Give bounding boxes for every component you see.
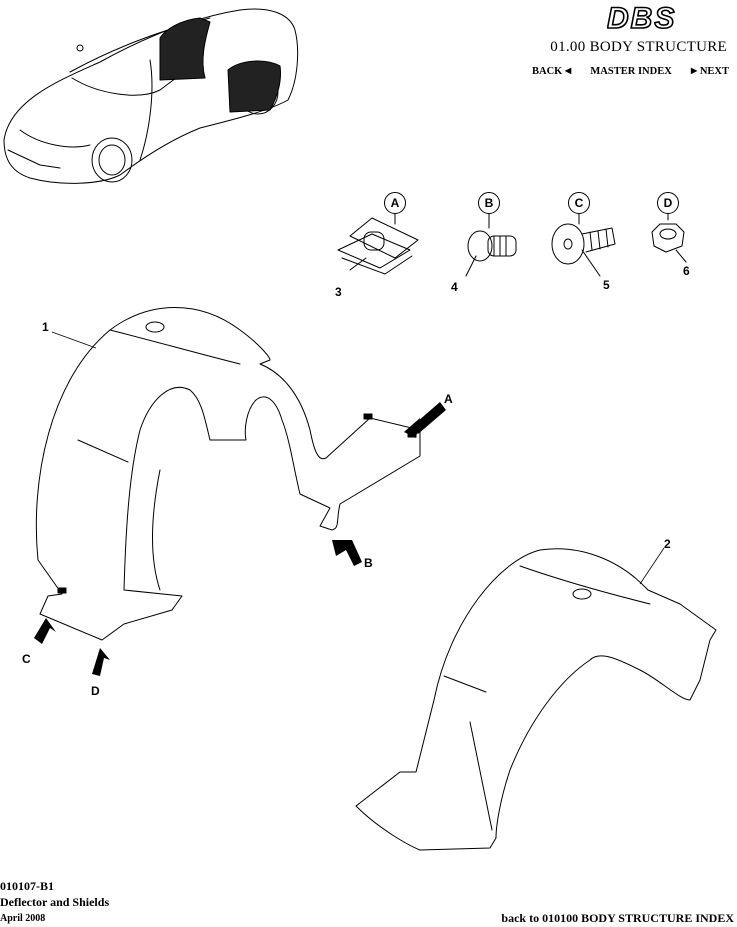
- part-number-3: 3: [335, 285, 342, 299]
- fastener-location-arrows: [34, 402, 446, 676]
- fastener-a-clip: [337, 217, 419, 275]
- fastener-b-rivet: [465, 230, 517, 277]
- arrow-b-icon: [332, 540, 362, 566]
- callout-b: B: [478, 192, 500, 214]
- pointer-label-d: D: [91, 684, 100, 698]
- part-number-5: 5: [603, 278, 610, 292]
- callout-d: D: [657, 192, 679, 214]
- document-date: April 2008: [0, 913, 46, 924]
- part-number-4: 4: [451, 280, 458, 294]
- next-link[interactable]: ▶ NEXT: [691, 66, 729, 77]
- callout-c: C: [568, 192, 590, 214]
- section-title: 01.00 BODY STRUCTURE: [550, 39, 727, 55]
- arrow-d-icon: [92, 648, 110, 676]
- part-2-wheel-arch-liner: [355, 548, 717, 851]
- back-to-index-link[interactable]: back to 010100 BODY STRUCTURE INDEX: [501, 911, 734, 925]
- part-number-2: 2: [664, 537, 671, 551]
- fastener-d-nut: [651, 223, 687, 263]
- next-triangle-icon: ▶: [691, 66, 698, 75]
- master-index-link[interactable]: MASTER INDEX: [590, 66, 672, 77]
- dbs-logo: DBS: [607, 2, 676, 32]
- navigation-bar: BACK ◀ MASTER INDEX ▶ NEXT: [532, 66, 729, 77]
- pointer-label-c: C: [22, 652, 31, 666]
- svg-text:DBS: DBS: [607, 2, 676, 32]
- arrow-a-icon: [404, 402, 446, 438]
- back-triangle-icon: ◀: [564, 66, 572, 75]
- document-name: Deflector and Shields: [0, 895, 110, 909]
- pointer-label-a: A: [444, 392, 453, 406]
- part-number-6: 6: [683, 264, 690, 278]
- fastener-c-screw: [551, 223, 616, 277]
- document-code: 010107-B1: [0, 879, 54, 893]
- back-link[interactable]: BACK ◀: [532, 66, 572, 77]
- part-number-1: 1: [42, 320, 49, 334]
- pointer-label-b: B: [364, 556, 373, 570]
- part-1-wheel-arch-liner: [35, 307, 421, 641]
- arrow-c-icon: [34, 618, 56, 644]
- car-overview-illustration: [3, 8, 299, 184]
- callout-a: A: [384, 192, 406, 214]
